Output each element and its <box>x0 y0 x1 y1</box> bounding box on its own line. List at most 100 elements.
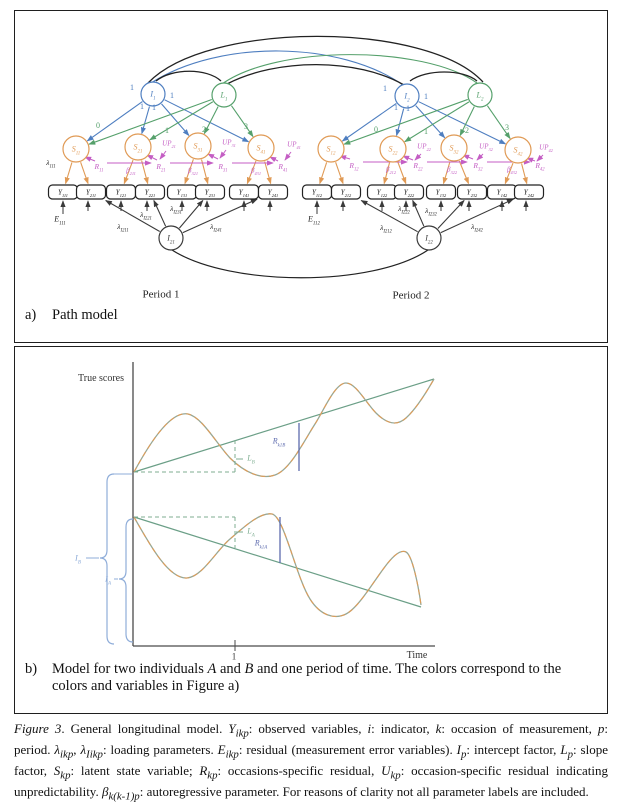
edge-I21-Y231 <box>178 199 204 229</box>
edge-I22-Y222 <box>412 199 425 227</box>
edge-L1-S41 <box>230 105 254 138</box>
arrow-18 <box>476 153 484 161</box>
cov-I2-L2 <box>409 71 478 82</box>
node-Y241 <box>257 184 289 200</box>
edge-I2-S12 <box>341 102 397 142</box>
edge-I2-S22 <box>395 108 405 137</box>
edge-L2-S32 <box>459 106 475 137</box>
arrow-17 <box>414 153 422 161</box>
cov-I1-L1 <box>155 70 222 82</box>
node-Y121 <box>105 184 137 200</box>
arrow-3 <box>269 156 279 163</box>
node-S42 <box>504 136 532 164</box>
edge-I1-S41 <box>164 99 250 143</box>
node-S22 <box>379 135 407 163</box>
intercept-brace-B <box>99 473 115 645</box>
node-S31 <box>184 132 212 160</box>
node-Y222 <box>393 184 425 200</box>
path-model-diagram <box>47 35 545 279</box>
node-I21 <box>158 225 184 251</box>
figure-caption: Figure 3. General longitudinal model. Yi… <box>14 721 609 803</box>
edge-S42-Y142 <box>504 162 514 185</box>
cov-I1-L2 <box>147 35 484 84</box>
edge-I1-S21 <box>140 106 150 135</box>
panel-b-letter: b) <box>25 661 38 677</box>
cov-I21-I22 <box>171 249 429 279</box>
cov-I1-I2 <box>150 50 404 86</box>
edge-L2-S12 <box>343 98 468 145</box>
node-S11 <box>62 135 90 163</box>
true-score-curve-B-dash <box>133 378 435 477</box>
arrow-19 <box>536 154 544 162</box>
edge-S12-Y112 <box>319 162 328 185</box>
node-I2 <box>394 83 420 109</box>
edge-S32-Y132 <box>442 161 451 185</box>
arrow-16 <box>284 151 292 161</box>
arrow-1 <box>146 154 158 161</box>
node-Y142 <box>486 184 518 200</box>
edge-I21-Y221 <box>153 199 167 227</box>
node-L2 <box>467 82 493 108</box>
trend-line-B <box>133 378 435 473</box>
intercept-brace-A <box>118 518 134 643</box>
cov-L1-L2 <box>221 54 478 85</box>
node-Y242 <box>513 184 545 200</box>
edge-S12-Y212 <box>335 162 344 185</box>
node-S21 <box>124 133 152 161</box>
edge-L1-S11 <box>88 98 212 145</box>
edge-S22-Y122 <box>383 162 391 185</box>
true-score-curve-B <box>133 378 435 478</box>
panel-b-caption: b) Model for two individuals A and B and… <box>25 661 600 695</box>
panel-a-letter: a) <box>25 307 37 323</box>
arrow-14 <box>159 150 167 160</box>
true-score-curve-A-dash <box>133 513 422 617</box>
edge-S31-Y231 <box>201 159 209 185</box>
cov-L1-I2 <box>226 63 405 86</box>
true-score-curve-A <box>133 513 422 618</box>
node-Y132 <box>425 184 457 200</box>
node-Y232 <box>456 184 488 200</box>
edge-I21-Y241 <box>182 198 258 234</box>
slope-triangle-B <box>134 440 236 473</box>
node-Y111 <box>47 184 79 200</box>
node-S41 <box>247 134 275 162</box>
edge-S42-Y242 <box>521 163 528 185</box>
arrow-5 <box>402 155 414 161</box>
edge-I2-S42 <box>418 101 507 145</box>
edge-I22-Y212 <box>360 200 418 233</box>
slope-triangle-A <box>134 516 236 548</box>
edge-S22-Y222 <box>397 161 407 185</box>
edge-I22-Y232 <box>437 199 465 229</box>
node-Y122 <box>366 184 398 200</box>
true-scores-plot <box>86 362 435 651</box>
node-Y211 <box>75 184 107 200</box>
edge-S41-Y241 <box>264 161 272 185</box>
edge-S21-Y221 <box>141 160 149 185</box>
edge-S21-Y121 <box>123 159 134 185</box>
edge-L2-S42 <box>486 105 511 140</box>
node-L1 <box>211 82 237 108</box>
node-Y131 <box>166 184 198 200</box>
edge-I1-S11 <box>86 101 143 142</box>
edge-S41-Y141 <box>246 160 257 185</box>
edge-L1-S21 <box>149 101 214 141</box>
edge-S11-Y211 <box>80 162 89 185</box>
node-Y231 <box>194 184 226 200</box>
edge-I21-Y211 <box>105 200 161 232</box>
arrow-0 <box>84 156 96 162</box>
edge-I1-S31 <box>161 103 190 137</box>
node-S12 <box>317 135 345 163</box>
node-Y212 <box>330 184 362 200</box>
node-I1 <box>140 81 166 107</box>
edge-S32-Y232 <box>458 160 470 185</box>
trend-line-A <box>133 516 422 608</box>
arrow-2 <box>207 153 219 160</box>
arrow-15 <box>219 149 227 159</box>
node-S32 <box>440 134 468 162</box>
edge-L2-S22 <box>404 101 470 143</box>
edge-L1-S31 <box>203 106 219 135</box>
